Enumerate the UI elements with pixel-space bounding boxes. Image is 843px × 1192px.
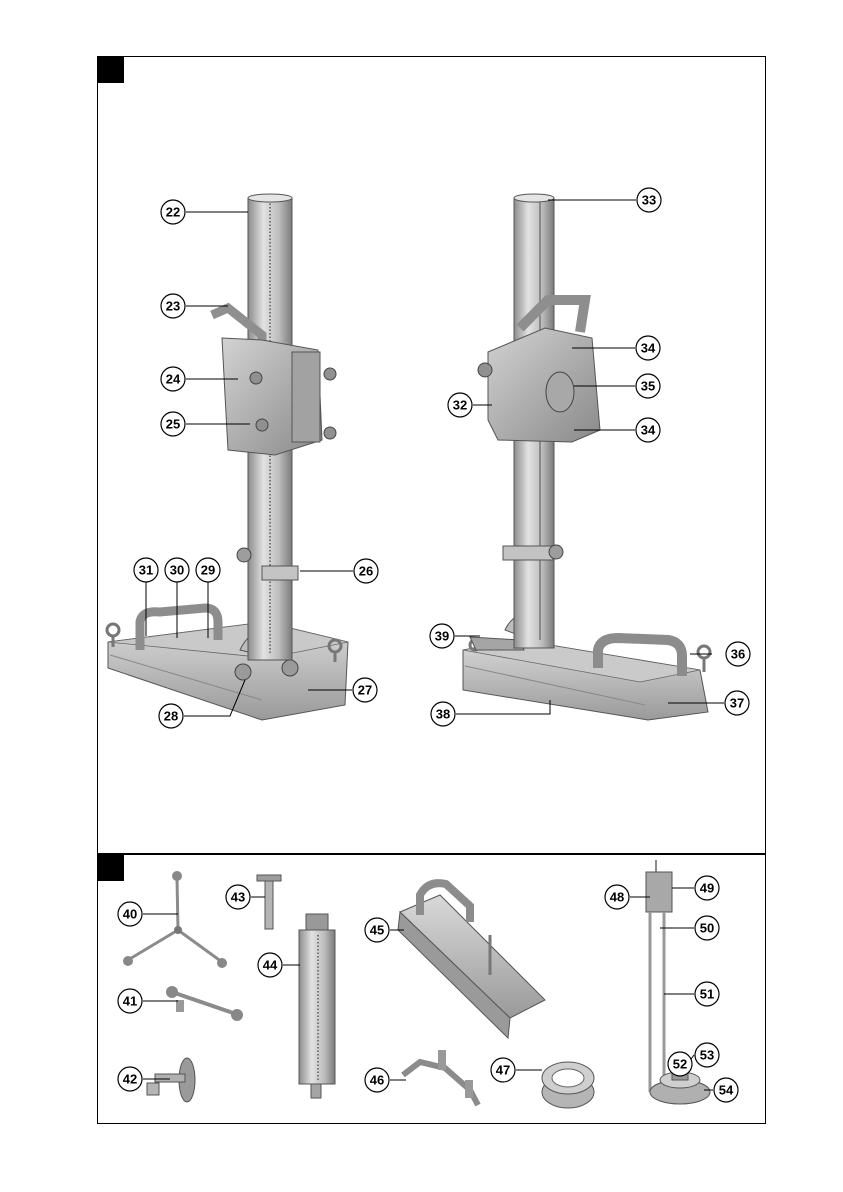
left-eye-bolt-left — [107, 624, 119, 636]
callout-36: 36 — [726, 642, 750, 666]
left-carriage-knob-upper — [250, 372, 262, 384]
callout-46: 46 — [365, 1068, 389, 1092]
svg-text:25: 25 — [166, 417, 180, 432]
part-bracket-46 — [403, 1050, 478, 1105]
callout-34-upper: 34 — [636, 336, 660, 360]
svg-text:34: 34 — [641, 341, 656, 356]
svg-text:49: 49 — [700, 881, 714, 896]
svg-text:52: 52 — [673, 1057, 687, 1072]
svg-text:50: 50 — [700, 921, 714, 936]
svg-text:53: 53 — [700, 1048, 714, 1063]
svg-text:37: 37 — [730, 696, 744, 711]
svg-text:43: 43 — [231, 890, 245, 905]
callout-26: 26 — [354, 559, 378, 583]
left-column-clamp — [262, 566, 298, 580]
callout-52: 52 — [668, 1052, 692, 1076]
svg-text:39: 39 — [435, 629, 449, 644]
right-carriage — [488, 328, 600, 442]
svg-text:30: 30 — [170, 563, 184, 578]
svg-text:35: 35 — [641, 379, 655, 394]
callout-48: 48 — [605, 885, 629, 909]
callout-43: 43 — [226, 885, 250, 909]
callout-28: 28 — [159, 704, 183, 728]
svg-text:38: 38 — [436, 707, 450, 722]
svg-text:29: 29 — [201, 563, 215, 578]
callout-34-lower: 34 — [636, 418, 660, 442]
callout-49: 49 — [695, 876, 719, 900]
svg-text:47: 47 — [496, 1063, 510, 1078]
callout-42: 42 — [118, 1067, 142, 1091]
callout-27: 27 — [353, 678, 377, 702]
part-ring-47 — [542, 1062, 594, 1108]
callout-44: 44 — [258, 953, 282, 977]
part-column-extension-44 — [299, 914, 335, 1098]
right-drill-stand — [463, 194, 710, 720]
callout-33: 33 — [637, 188, 661, 212]
callout-29: 29 — [196, 558, 220, 582]
callout-45: 45 — [365, 918, 389, 942]
left-drill-stand — [107, 194, 348, 720]
callout-37: 37 — [725, 691, 749, 715]
svg-text:22: 22 — [166, 205, 180, 220]
svg-text:24: 24 — [166, 372, 181, 387]
callout-24: 24 — [161, 367, 185, 391]
svg-text:41: 41 — [123, 994, 137, 1009]
svg-text:32: 32 — [453, 398, 467, 413]
svg-text:48: 48 — [610, 890, 624, 905]
svg-text:36: 36 — [731, 647, 745, 662]
callout-40: 40 — [118, 902, 142, 926]
callout-39: 39 — [430, 624, 454, 648]
part-wheel-42 — [147, 1058, 195, 1102]
svg-text:46: 46 — [370, 1073, 384, 1088]
callout-41: 41 — [118, 989, 142, 1013]
svg-text:34: 34 — [641, 423, 656, 438]
svg-text:28: 28 — [164, 709, 178, 724]
callout-32: 32 — [448, 393, 472, 417]
callout-53: 53 — [695, 1043, 719, 1067]
svg-text:33: 33 — [642, 193, 656, 208]
part-base-45 — [398, 883, 545, 1038]
svg-text:51: 51 — [700, 987, 714, 1002]
svg-text:44: 44 — [263, 958, 278, 973]
svg-text:23: 23 — [166, 299, 180, 314]
left-carriage-knob-lower — [256, 419, 268, 431]
right-feed-wheel — [546, 372, 574, 412]
callout-38: 38 — [431, 702, 455, 726]
callout-30: 30 — [165, 558, 189, 582]
callout-35: 35 — [636, 374, 660, 398]
callout-51: 51 — [695, 982, 719, 1006]
right-column-clamp — [503, 546, 553, 560]
svg-text:31: 31 — [139, 563, 153, 578]
callout-50: 50 — [695, 916, 719, 940]
callout-25: 25 — [161, 412, 185, 436]
svg-text:45: 45 — [370, 923, 384, 938]
svg-text:27: 27 — [358, 683, 372, 698]
svg-text:40: 40 — [123, 907, 137, 922]
svg-text:54: 54 — [719, 1083, 734, 1098]
left-tilt-knob — [235, 664, 251, 680]
callout-47: 47 — [491, 1058, 515, 1082]
right-eye-bolt-right — [698, 646, 710, 658]
part-spindle-43 — [257, 875, 281, 929]
svg-text:26: 26 — [359, 564, 373, 579]
part-bar-41 — [166, 986, 243, 1021]
callout-31: 31 — [134, 558, 158, 582]
svg-text:42: 42 — [123, 1072, 137, 1087]
callout-23: 23 — [161, 294, 185, 318]
callout-54: 54 — [714, 1078, 738, 1102]
callout-22: 22 — [161, 200, 185, 224]
